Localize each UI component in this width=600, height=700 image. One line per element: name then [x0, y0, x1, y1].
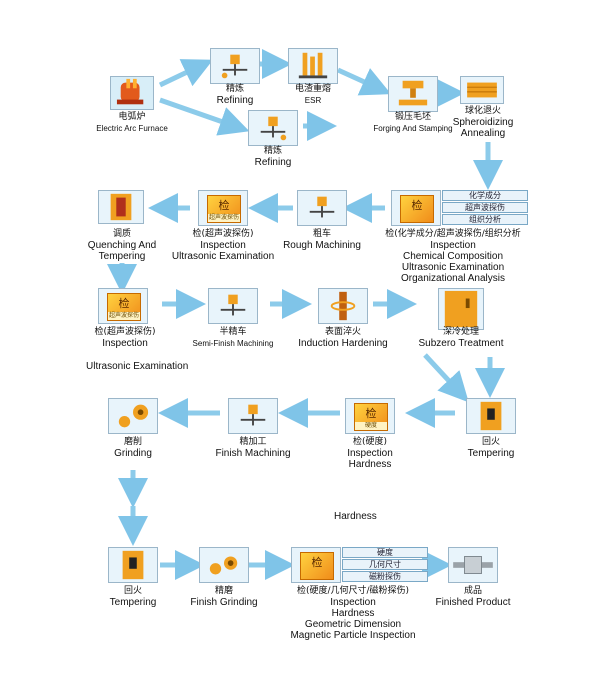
induction-coil-icon	[330, 291, 356, 321]
inspection-chem-node: 检	[391, 190, 441, 226]
lathe-icon	[309, 196, 335, 218]
spheroidizing-label: 球化退火 Spheroidizing Annealing	[452, 106, 514, 139]
arrow-eaf-to-refining2	[159, 97, 250, 136]
cryogenic-cabinet-icon	[444, 290, 478, 328]
inspection-ultrasonic1-label: 检(超声波探伤) Inspection Ultrasonic Examinati…	[171, 229, 275, 262]
annealing-bars-icon	[467, 82, 497, 98]
grinding-label: 磨削 Grinding	[114, 437, 152, 459]
refining2-node	[248, 110, 298, 146]
tag-chem: 化学成分	[442, 190, 528, 201]
tag-hardness: 硬度	[342, 547, 428, 558]
lathe-icon	[220, 294, 246, 316]
inspection-ultrasonic2-node: 检超声波探伤	[98, 288, 148, 324]
quenching-node	[98, 190, 144, 224]
inspection-final-label: 检(硬度/几何尺寸/磁粉探伤) Inspection Hardness Geom…	[290, 586, 416, 641]
induction-hardening-label: 表面淬火 Induction Hardening	[298, 327, 388, 349]
inspection-check-icon: 检	[400, 195, 434, 223]
tag-geometric: 几何尺寸	[342, 559, 428, 570]
esr-node	[288, 48, 338, 84]
furnace-icon	[116, 78, 144, 105]
finish-grinding-label: 精磨 Finish Grinding	[190, 586, 258, 608]
tempering1-node	[466, 398, 516, 434]
finish-machining-label: 精加工 Finish Machining	[215, 437, 291, 459]
finished-product-label: 成品 Finished Product	[435, 586, 511, 608]
tempering1-label: 回火 Tempering	[467, 437, 515, 459]
tempering-furnace-icon	[122, 550, 144, 580]
refining-icon	[260, 116, 287, 141]
spheroidizing-node	[460, 76, 504, 104]
eaf-label: 电弧炉 Electric Arc Furnace	[96, 112, 168, 133]
tempering2-label: 回火 Tempering	[109, 586, 157, 608]
grinding-node	[108, 398, 158, 434]
refining1-node	[210, 48, 260, 84]
semi-finish-label: 半精车 Semi-Finish Machining	[192, 327, 274, 348]
inspection-check-icon: 检	[300, 552, 334, 580]
tempering-furnace-icon	[480, 401, 502, 431]
inspection-hardness-node: 检硬度	[345, 398, 395, 434]
tag-organizational: 组织分析	[442, 214, 528, 225]
roller-shaft-icon	[453, 556, 493, 574]
arrow-eaf-to-refining1	[158, 59, 214, 88]
refining2-label: 精炼 Refining	[254, 146, 292, 168]
refining1-label: 精炼 Refining	[216, 84, 254, 106]
finish-machining-node	[228, 398, 278, 434]
tag-magnetic: 磁粉探伤	[342, 571, 428, 582]
tag-ultrasonic: 超声波探伤	[442, 202, 528, 213]
arrow-induction-to-tempering1	[423, 353, 469, 403]
esr-label: 电渣重熔 ESR	[294, 84, 331, 105]
subzero-label: 深冷处理 Subzero Treatment	[418, 327, 504, 349]
forging-label: 锻压毛坯 Forging And Stamping	[373, 112, 453, 133]
inspection-ultrasonic1-node: 检超声波探伤	[198, 190, 248, 226]
finish-grinding-node	[199, 547, 249, 583]
electric-arc-furnace-node	[110, 76, 154, 110]
rough-machining-label: 粗车 Rough Machining	[283, 229, 361, 251]
quench-tank-icon	[110, 193, 132, 221]
quenching-label: 调质 Quenching And Tempering	[87, 229, 157, 262]
ultrasonic-examination-text: Ultrasonic Examination	[86, 361, 189, 372]
semi-finish-node	[208, 288, 258, 324]
inspection-check-icon: 检超声波探伤	[207, 195, 241, 223]
refining-icon	[221, 54, 248, 79]
inspection-check-icon: 检硬度	[354, 403, 388, 431]
hardness-floating-text: Hardness	[334, 511, 377, 522]
finished-product-node	[448, 547, 498, 583]
lathe-icon	[240, 404, 266, 426]
induction-hardening-node	[318, 288, 368, 324]
inspection-check-icon: 检超声波探伤	[107, 293, 141, 321]
forging-node	[388, 76, 438, 112]
forging-press-icon	[398, 80, 428, 106]
inspection-chem-label: 检(化学成分/超声波探伤/组织分析 Inspection Chemical Co…	[385, 229, 521, 284]
grinding-wheel-icon	[209, 556, 238, 575]
inspection-final-node: 检	[291, 547, 341, 583]
esr-icon	[298, 52, 328, 79]
tempering2-node	[108, 547, 158, 583]
arrow-esr-to-forging	[336, 67, 392, 96]
grinding-wheel-icon	[118, 404, 149, 428]
inspection-ultrasonic2-label: 检(超声波探伤) Inspection	[94, 327, 156, 349]
rough-machining-node	[297, 190, 347, 226]
inspection-hardness-label: 检(硬度) Inspection Hardness	[347, 437, 393, 470]
subzero-node	[438, 288, 484, 330]
